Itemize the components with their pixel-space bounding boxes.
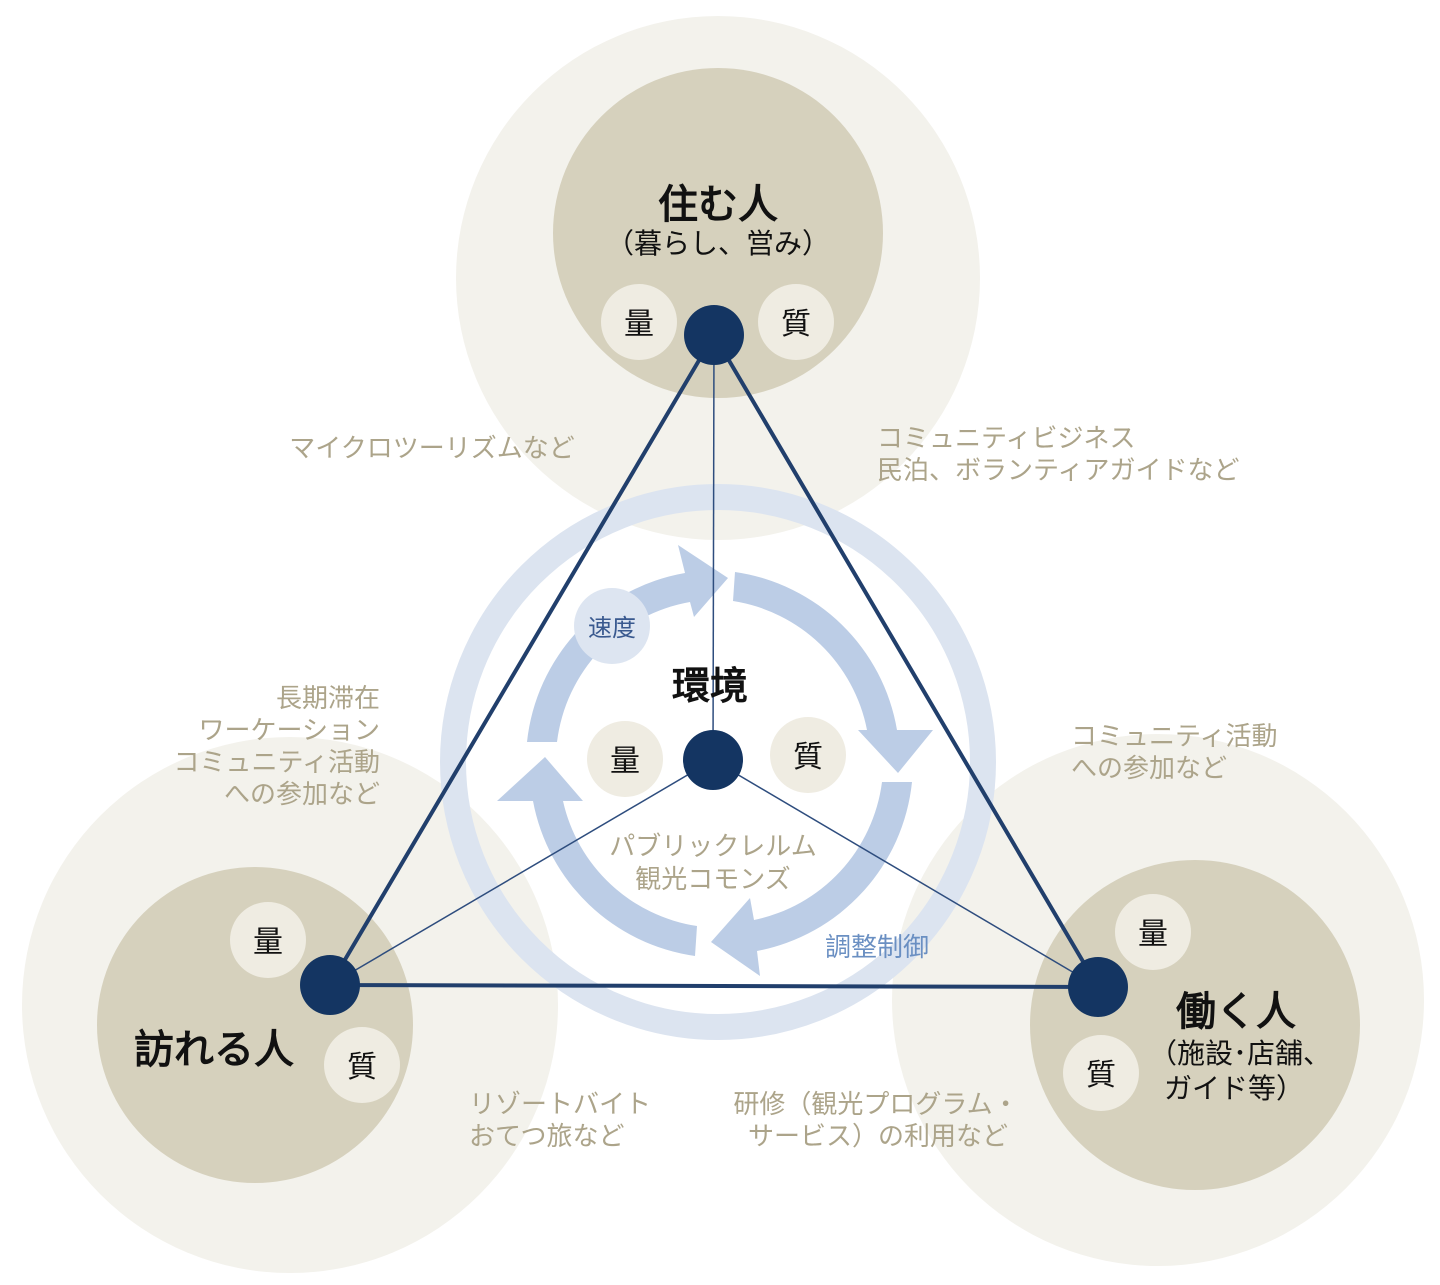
cycle-arrow-bottom [711, 782, 912, 976]
cycle-arrow-left [497, 757, 697, 956]
top-quantity-pill [601, 284, 677, 360]
center-title: 環境 [672, 664, 748, 708]
left-node [300, 955, 360, 1015]
speed-label: 速度 [588, 614, 636, 642]
note-mid-left-line2: ワーケーション [199, 716, 380, 746]
commons-line1: パブリックレルム [609, 832, 816, 862]
right-title: 働く人 [1176, 989, 1296, 1035]
right-quantity-label: 量 [1138, 917, 1168, 952]
top-subtitle: （暮らし、営み） [606, 227, 830, 260]
environment-ring [440, 484, 996, 1040]
note-mid-right-line2: への参加など [1071, 754, 1227, 784]
note-top-right-line2: 民泊、ボランティアガイドなど [877, 456, 1239, 486]
center-spokes [329, 334, 1099, 988]
spoke-right [712, 759, 1099, 988]
left-circle [97, 867, 413, 1183]
top-title: 住む人 [658, 182, 778, 228]
commons-line2: 観光コモンズ [635, 865, 790, 895]
left-title: 訪れる人 [134, 1027, 294, 1073]
left-quantity-label: 量 [253, 925, 283, 960]
cycle-arrows [497, 545, 933, 976]
top-quantity-label: 量 [624, 307, 654, 342]
note-mid-right-line1: コミュニティ活動 [1071, 722, 1277, 752]
center-node [683, 730, 743, 790]
cycle-arrow-right [733, 572, 933, 773]
right-subtitle-line2: ガイド等） [1164, 1072, 1304, 1105]
note-mid-left-line4: への参加など [224, 780, 380, 810]
note-bottom-right-line2: サービス）の利用など [748, 1122, 1008, 1152]
center-quality-label: 質 [793, 740, 823, 775]
top-node [684, 305, 744, 365]
note-top-right-line1: コミュニティビジネス [877, 424, 1135, 454]
note-mid-left-line1: 長期滞在 [276, 684, 380, 714]
right-node [1068, 957, 1128, 1017]
spoke-left [329, 759, 714, 986]
note-bottom-left-line1: リゾートバイト [469, 1090, 651, 1120]
note-bottom-left-line2: おてつ旅など [469, 1122, 624, 1152]
note-top-left: マイクロツーリズムなど [289, 434, 574, 464]
control-label: 調整制御 [825, 933, 929, 963]
right-subtitle-line1: （施設･店舗、 [1149, 1037, 1331, 1070]
right-quantity-pill [1115, 894, 1191, 970]
cycle-arrow-top [527, 545, 728, 742]
top-quality-label: 質 [781, 307, 811, 342]
left-quality-pill [324, 1027, 400, 1103]
relationship-triangle [326, 331, 1102, 990]
note-bottom-right-line1: 研修（観光プログラム・ [733, 1090, 1018, 1120]
note-mid-left-line3: コミュニティ活動 [174, 748, 380, 778]
spoke-top [712, 334, 715, 761]
center-quantity-pill [587, 721, 663, 797]
left-quantity-pill [230, 902, 306, 978]
speed-badge [574, 588, 650, 664]
center-quality-pill [770, 717, 846, 793]
right-quality-pill [1063, 1035, 1139, 1111]
top-quality-pill [758, 284, 834, 360]
right-quality-label: 質 [1086, 1058, 1116, 1093]
center-quantity-label: 量 [610, 744, 640, 779]
left-quality-label: 質 [347, 1050, 377, 1085]
